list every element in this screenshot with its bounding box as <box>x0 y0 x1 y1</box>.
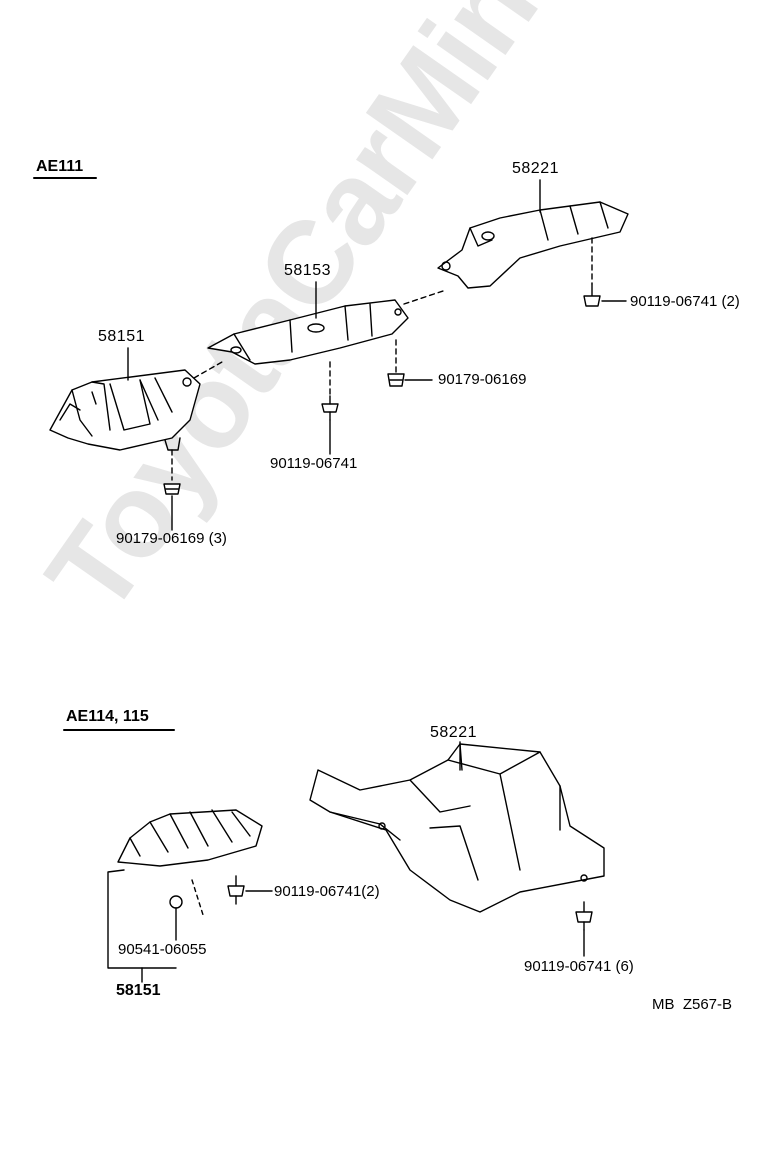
fastener-label-90119-lower-6: 90119-06741 (6) <box>524 958 634 975</box>
heat-insulator-58221-lower[interactable] <box>309 743 605 913</box>
bolt-icon-58153 <box>321 395 339 421</box>
fastener-label-90119-upper: 90119-06741 <box>270 455 358 472</box>
bolt-icon-58221 <box>583 283 601 307</box>
fastener-label-90119-upper-2: 90119-06741 (2) <box>630 293 740 310</box>
figure-code: MB Z567-B <box>652 996 733 1013</box>
bolt-icon-58151-lower <box>227 875 245 905</box>
part-label-58221-lower: 58221 <box>430 724 477 741</box>
clip-icon-90541 <box>169 895 183 909</box>
heat-insulator-58151[interactable] <box>49 369 201 451</box>
nut-icon-58151 <box>163 483 181 495</box>
part-label-58151-lower: 58151 <box>116 982 161 999</box>
section-title-ae111: AE111 <box>36 158 84 175</box>
heat-insulator-58221[interactable] <box>437 201 629 289</box>
fastener-label-90541: 90541-06055 <box>118 941 207 958</box>
heat-insulator-58153[interactable] <box>207 299 409 365</box>
fastener-label-90179-upper-3: 90179-06169 (3) <box>116 530 227 547</box>
part-label-58153: 58153 <box>284 262 331 279</box>
dashed-clip-58151 <box>191 879 205 919</box>
part-label-58151: 58151 <box>98 328 145 345</box>
fastener-label-90179-upper: 90179-06169 <box>438 371 527 388</box>
dashed-link-58153-58221 <box>403 289 447 305</box>
section-title-ae114-115: AE114, 115 <box>66 708 149 725</box>
heat-insulator-58151-lower[interactable] <box>117 809 263 867</box>
nut-icon-58153 <box>387 373 405 387</box>
dashed-link-58151-58153 <box>193 361 223 379</box>
part-label-58221: 58221 <box>512 160 559 177</box>
fastener-label-90119-lower-2: 90119-06741(2) <box>274 883 380 900</box>
bolt-icon-58221-lower <box>575 901 593 931</box>
